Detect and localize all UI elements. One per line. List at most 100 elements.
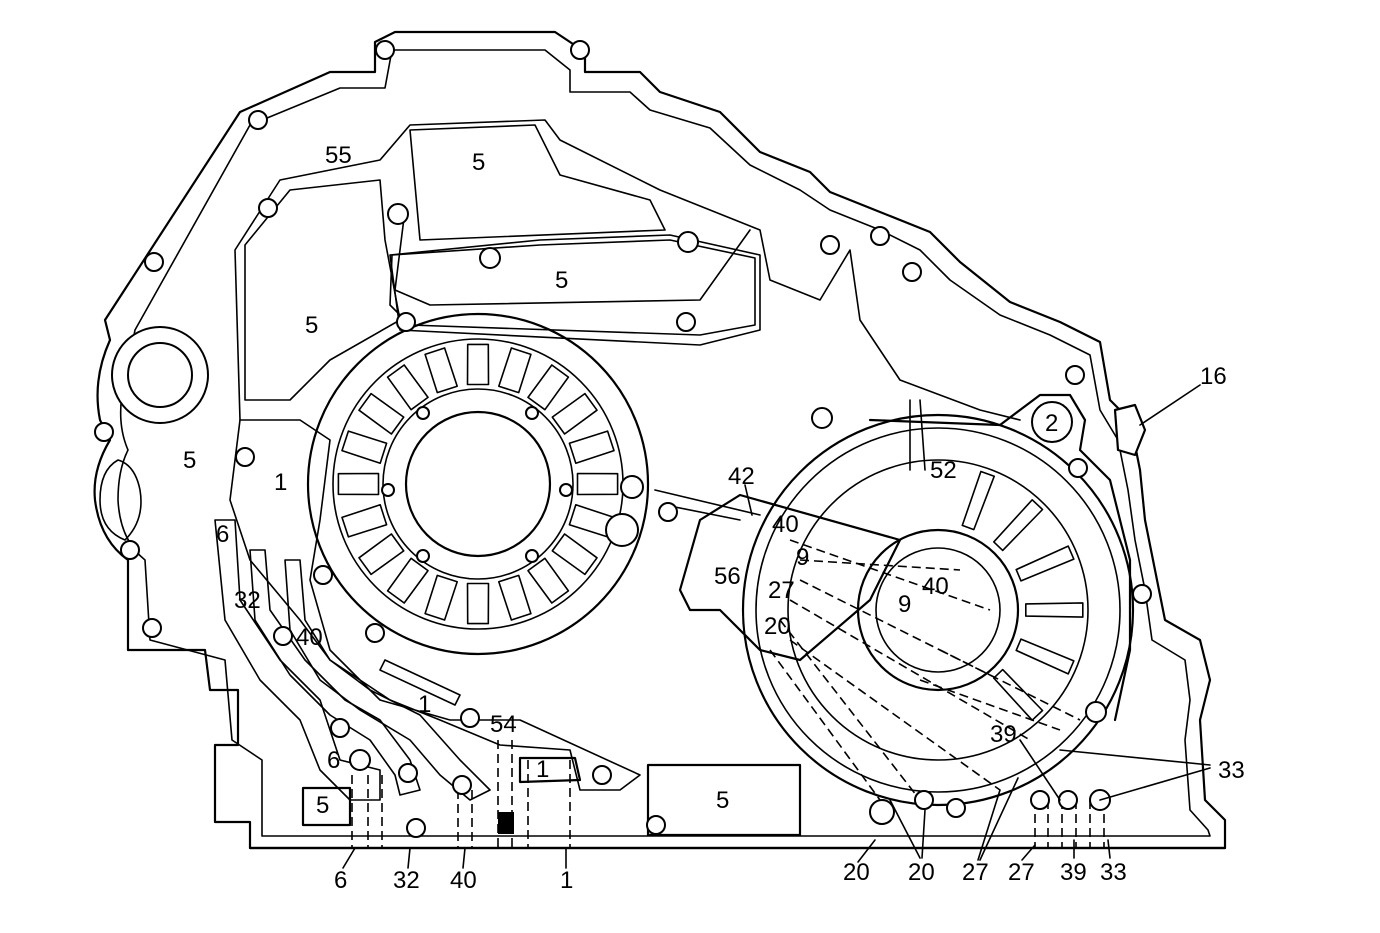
valve-plate	[678, 493, 902, 662]
bolt-hole	[375, 40, 395, 60]
left-boss-inner	[127, 342, 193, 408]
bolt-holes	[94, 40, 1152, 838]
rib	[358, 392, 405, 435]
bolt-hole	[396, 312, 416, 332]
rib	[424, 574, 458, 621]
callout-5-top: 5	[472, 149, 485, 176]
rib	[576, 472, 619, 496]
callout-1-bottom: 1	[560, 867, 573, 894]
bolt-hole	[1030, 790, 1050, 810]
bolt-hole	[559, 483, 573, 497]
bolt-hole	[406, 818, 426, 838]
callout-1-pocket: 1	[536, 756, 549, 783]
bolt-hole	[1132, 584, 1152, 604]
pocket-5-top	[409, 124, 666, 241]
bolt-hole	[460, 708, 480, 728]
bolt-hole	[677, 231, 699, 253]
callout-32-upper: 32	[234, 587, 261, 614]
right-housing-rib-outer	[787, 459, 1089, 761]
bolt-hole	[365, 623, 385, 643]
bolt-hole	[605, 513, 639, 547]
callout-5-bottom-left: 5	[316, 792, 329, 819]
rib	[358, 533, 405, 576]
callout-39-bottom: 39	[1060, 859, 1087, 886]
callout-9-plate: 9	[796, 544, 809, 571]
bolt-hole	[870, 226, 890, 246]
bolt-hole	[142, 618, 162, 638]
rib	[993, 499, 1044, 552]
bolt-hole	[452, 775, 472, 795]
passage-1-region	[229, 419, 641, 791]
rib	[341, 430, 388, 464]
bolt-hole	[258, 198, 278, 218]
bolt-hole	[398, 763, 418, 783]
callout-33-right: 33	[1218, 757, 1245, 784]
callout-27-bottom-left: 27	[962, 859, 989, 886]
callout-52: 52	[930, 457, 957, 484]
callout-42: 42	[728, 463, 755, 490]
bolt-hole	[1085, 701, 1107, 723]
bolt-hole	[1065, 365, 1085, 385]
rib	[568, 430, 615, 464]
bolt-hole	[313, 565, 333, 585]
rib	[337, 472, 380, 496]
bolt-hole	[1058, 790, 1078, 810]
bolt-hole	[273, 626, 293, 646]
right-housing-ring-2	[755, 427, 1121, 793]
bolt-hole	[416, 406, 430, 420]
bolt-hole	[235, 447, 255, 467]
rib	[1025, 602, 1084, 618]
left-housing-ribs	[337, 343, 619, 625]
callout-6-bottom: 6	[334, 867, 347, 894]
slot-1	[379, 659, 461, 706]
bolt-hole	[820, 235, 840, 255]
right-housing-ribs	[961, 470, 1084, 721]
hidden-passage-g	[769, 649, 881, 801]
rib	[424, 347, 458, 394]
callout-54: 54	[490, 711, 517, 738]
bolt-hole	[387, 203, 409, 225]
bolt-hole	[570, 40, 590, 60]
pocket-1-small	[518, 756, 582, 784]
bolt-hole	[120, 540, 140, 560]
right-housing-outer-ring	[741, 413, 1135, 807]
left-lobe	[99, 459, 142, 541]
strut-to-plate-2	[664, 504, 741, 521]
hidden-passage-h	[919, 679, 1061, 731]
callout-6-middle: 6	[327, 747, 340, 774]
hidden-passage-e	[779, 619, 921, 801]
right-upper-arm	[868, 393, 1132, 722]
hidden-passage-i	[939, 649, 1081, 721]
callout-40-hub: 40	[922, 573, 949, 600]
rib	[527, 557, 570, 604]
callout-39-upper: 39	[990, 721, 1017, 748]
rib	[386, 557, 429, 604]
callout-56: 56	[714, 563, 741, 590]
leader-lines	[342, 384, 1211, 869]
bolt-hole	[144, 252, 164, 272]
right-housing-hub-inner	[875, 547, 1001, 673]
rib	[551, 392, 598, 435]
callout-5-far-left: 5	[183, 447, 196, 474]
callout-33-bottom: 33	[1100, 859, 1127, 886]
callout-27-plate: 27	[768, 577, 795, 604]
pocket-5-middle	[389, 239, 756, 336]
bolt-hole	[658, 502, 678, 522]
pocket-5-bottom-left	[301, 786, 352, 827]
hidden-passage-d	[789, 599, 1031, 741]
hidden-passage-f	[789, 639, 1001, 791]
case-outer-outline	[93, 30, 1227, 850]
pocket-5-bottom-right	[646, 763, 802, 837]
bolt-hole	[479, 247, 501, 269]
rib	[1015, 545, 1075, 582]
rib	[551, 533, 598, 576]
bolt-hole	[946, 798, 966, 818]
bolt-hole	[676, 312, 696, 332]
bolt-hole	[349, 749, 371, 771]
case-gasket-line	[117, 49, 1211, 837]
channel-6	[214, 519, 381, 801]
bolt-hole	[94, 422, 114, 442]
boss-16	[1113, 403, 1147, 457]
rib	[341, 504, 388, 538]
